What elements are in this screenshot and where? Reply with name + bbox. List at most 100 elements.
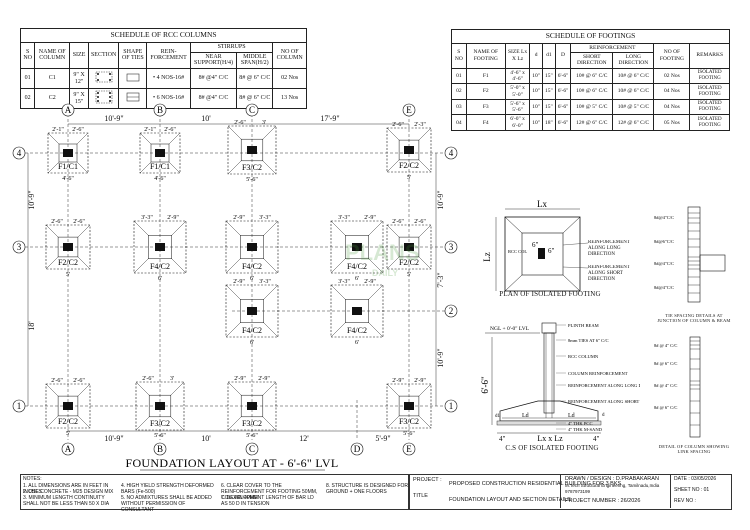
footing-outline bbox=[225, 284, 279, 338]
col-header-reinf: REIN-FORCEMENT bbox=[146, 41, 191, 70]
footing-dim: 2'-9" bbox=[234, 376, 246, 382]
cell-d: 10" bbox=[529, 83, 543, 100]
note-item: 4. HIGH YIELD STRENGTH DEFORMED BARS (Fe… bbox=[121, 483, 214, 495]
cell-D: 6'-6" bbox=[554, 67, 572, 85]
dim-right: 10'-9" bbox=[436, 190, 445, 209]
footing-outline bbox=[133, 220, 187, 274]
title-label: TITLE bbox=[413, 493, 428, 499]
section-callout: 8mm TIES AT 6" C/C bbox=[568, 338, 609, 343]
footing-dim: 2'-6" bbox=[51, 219, 63, 225]
column-block bbox=[247, 307, 257, 315]
cell-d: 10" bbox=[529, 67, 543, 85]
footing-label: F4/C2 bbox=[150, 262, 170, 271]
footing-dim: 2'-6" bbox=[73, 219, 85, 225]
col-header-near: NEAR SUPPORT(H/4) bbox=[189, 51, 238, 70]
footing-dim: 2'-9" bbox=[414, 378, 426, 384]
grid-letter: E bbox=[406, 105, 412, 115]
column-block bbox=[155, 402, 165, 410]
footing-dim: 5' bbox=[407, 175, 411, 181]
footing-dim: 2'-6" bbox=[392, 219, 404, 225]
cell-no: 02 Nos bbox=[653, 67, 691, 85]
footing: F3/C22'-9"2'-9"5'-6" bbox=[386, 378, 432, 437]
footing-pedestal bbox=[240, 394, 264, 418]
grid-number: 4 bbox=[17, 148, 22, 158]
cell-size: 6'-0" x 6'-0" bbox=[504, 114, 531, 132]
plan-isolated-footing: Lx Lz 6" 6" RCC COL REINFORCEMENT ALONG … bbox=[482, 199, 630, 292]
footing-dim: 6' bbox=[250, 276, 254, 282]
ft-header-reinf: REINFORCEMENT bbox=[570, 42, 655, 53]
column-section-sketch bbox=[87, 88, 120, 110]
grid-number: 3 bbox=[449, 242, 454, 252]
ft-header-name: NAME OF FOOTING bbox=[465, 42, 506, 69]
grid-bubble bbox=[245, 103, 259, 117]
plan-title: PLAN OF ISOLATED FOOTING bbox=[499, 290, 601, 298]
footing-outline bbox=[45, 383, 91, 429]
column-block bbox=[247, 146, 257, 154]
tie-label-4: 8#@4"C/C bbox=[654, 285, 674, 290]
grid-bubble bbox=[444, 146, 458, 160]
column-detail-title: DETAIL OF COLUMN SHOWING LINK SPACING bbox=[658, 444, 730, 455]
title-block: PROJECT : PROPOSED CONSTRUCTION RESIDENT… bbox=[408, 474, 732, 510]
section-dim-right: 4" bbox=[593, 435, 600, 443]
footing-dim: 5' bbox=[66, 431, 70, 437]
footing-pedestal bbox=[345, 235, 369, 259]
footing-pedestal bbox=[240, 235, 264, 259]
grid-letter: D bbox=[354, 444, 361, 454]
footing: F2/C22'-6"2'-3"5' bbox=[386, 122, 432, 181]
sheet-block: DATE : 03/05/2026 SHEET NO : 01 REV NO : bbox=[670, 474, 731, 508]
grid-bubble bbox=[61, 103, 75, 117]
cell-size: 5'-6" x 5'-6" bbox=[504, 98, 531, 116]
footing: F2/C22'-6"2'-6"5' bbox=[45, 378, 91, 437]
col-header-stirrups: STIRRUPS bbox=[189, 41, 274, 53]
footing-label: F4/C2 bbox=[242, 326, 262, 335]
footing: F4/C23'-3"2'-9"6' bbox=[133, 215, 187, 282]
grid-bubble bbox=[245, 442, 259, 456]
pcc-layer bbox=[496, 420, 602, 426]
grid-bubble bbox=[402, 442, 416, 456]
cell-size: 5'-0" x 5'-0" bbox=[504, 83, 531, 100]
column-block bbox=[63, 243, 73, 251]
footing-outline bbox=[135, 381, 185, 431]
cell-size: 9" X 12" bbox=[69, 68, 89, 90]
grid-bubble bbox=[153, 442, 167, 456]
footing-label: F3/C2 bbox=[242, 163, 262, 172]
grid-bubble bbox=[12, 146, 26, 160]
ft-header-short: SHORT DIRECTION bbox=[570, 51, 614, 69]
footing-dim: 5'-6" bbox=[246, 177, 258, 183]
tie-label-2: 8#@6"C/C bbox=[654, 239, 674, 244]
column-block bbox=[352, 243, 362, 251]
grid-letter: A bbox=[65, 105, 72, 115]
column-section-sketch bbox=[87, 68, 120, 90]
grid-lines bbox=[25, 114, 445, 440]
section-dim-left: 4" bbox=[499, 435, 506, 443]
section-callout: COLUMN REINFORCEMENT bbox=[568, 371, 628, 376]
cell-no: 02 Nos bbox=[272, 68, 307, 90]
footing-plan-outline bbox=[504, 216, 581, 292]
footing-dim: 3' bbox=[170, 376, 174, 382]
footing-outline bbox=[227, 125, 277, 175]
footing-pedestal bbox=[398, 395, 420, 417]
detail-column bbox=[687, 206, 701, 303]
columns-schedule-table: SCHEDULE OF RCC COLUMNS S NO NAME OF COL… bbox=[19, 28, 307, 110]
designer-phone: 9787973199 bbox=[565, 489, 591, 494]
section-title: C.S OF ISOLATED FOOTING bbox=[505, 444, 599, 452]
detail-beam bbox=[699, 254, 726, 272]
plinth-beam bbox=[541, 322, 557, 334]
ft-header-d: d bbox=[529, 42, 543, 69]
footing-label: F4/C2 bbox=[347, 262, 367, 271]
footing-outline bbox=[45, 224, 91, 270]
footing-label: F3/C2 bbox=[242, 419, 262, 428]
footing: F3/C22'-6"3'5'-6" bbox=[227, 120, 277, 183]
footing-outline bbox=[330, 220, 384, 274]
footing: F2/C22'-6"2'-6"5' bbox=[386, 219, 432, 278]
footing-dim: 2'-9" bbox=[258, 376, 270, 382]
notes-box: NOTES: 1. ALL DIMENSIONS ARE IN FEET IN … bbox=[20, 474, 410, 513]
footing-dim: 3'-3" bbox=[141, 215, 153, 221]
plan-note-long: REINFORCEMENT ALONG LONG DIRECTION bbox=[588, 240, 630, 257]
footing-dim: 2'-6" bbox=[51, 378, 63, 384]
section-ld-right: Ld bbox=[568, 413, 575, 419]
grid-letter: B bbox=[157, 444, 163, 454]
grid-bubble bbox=[350, 442, 364, 456]
